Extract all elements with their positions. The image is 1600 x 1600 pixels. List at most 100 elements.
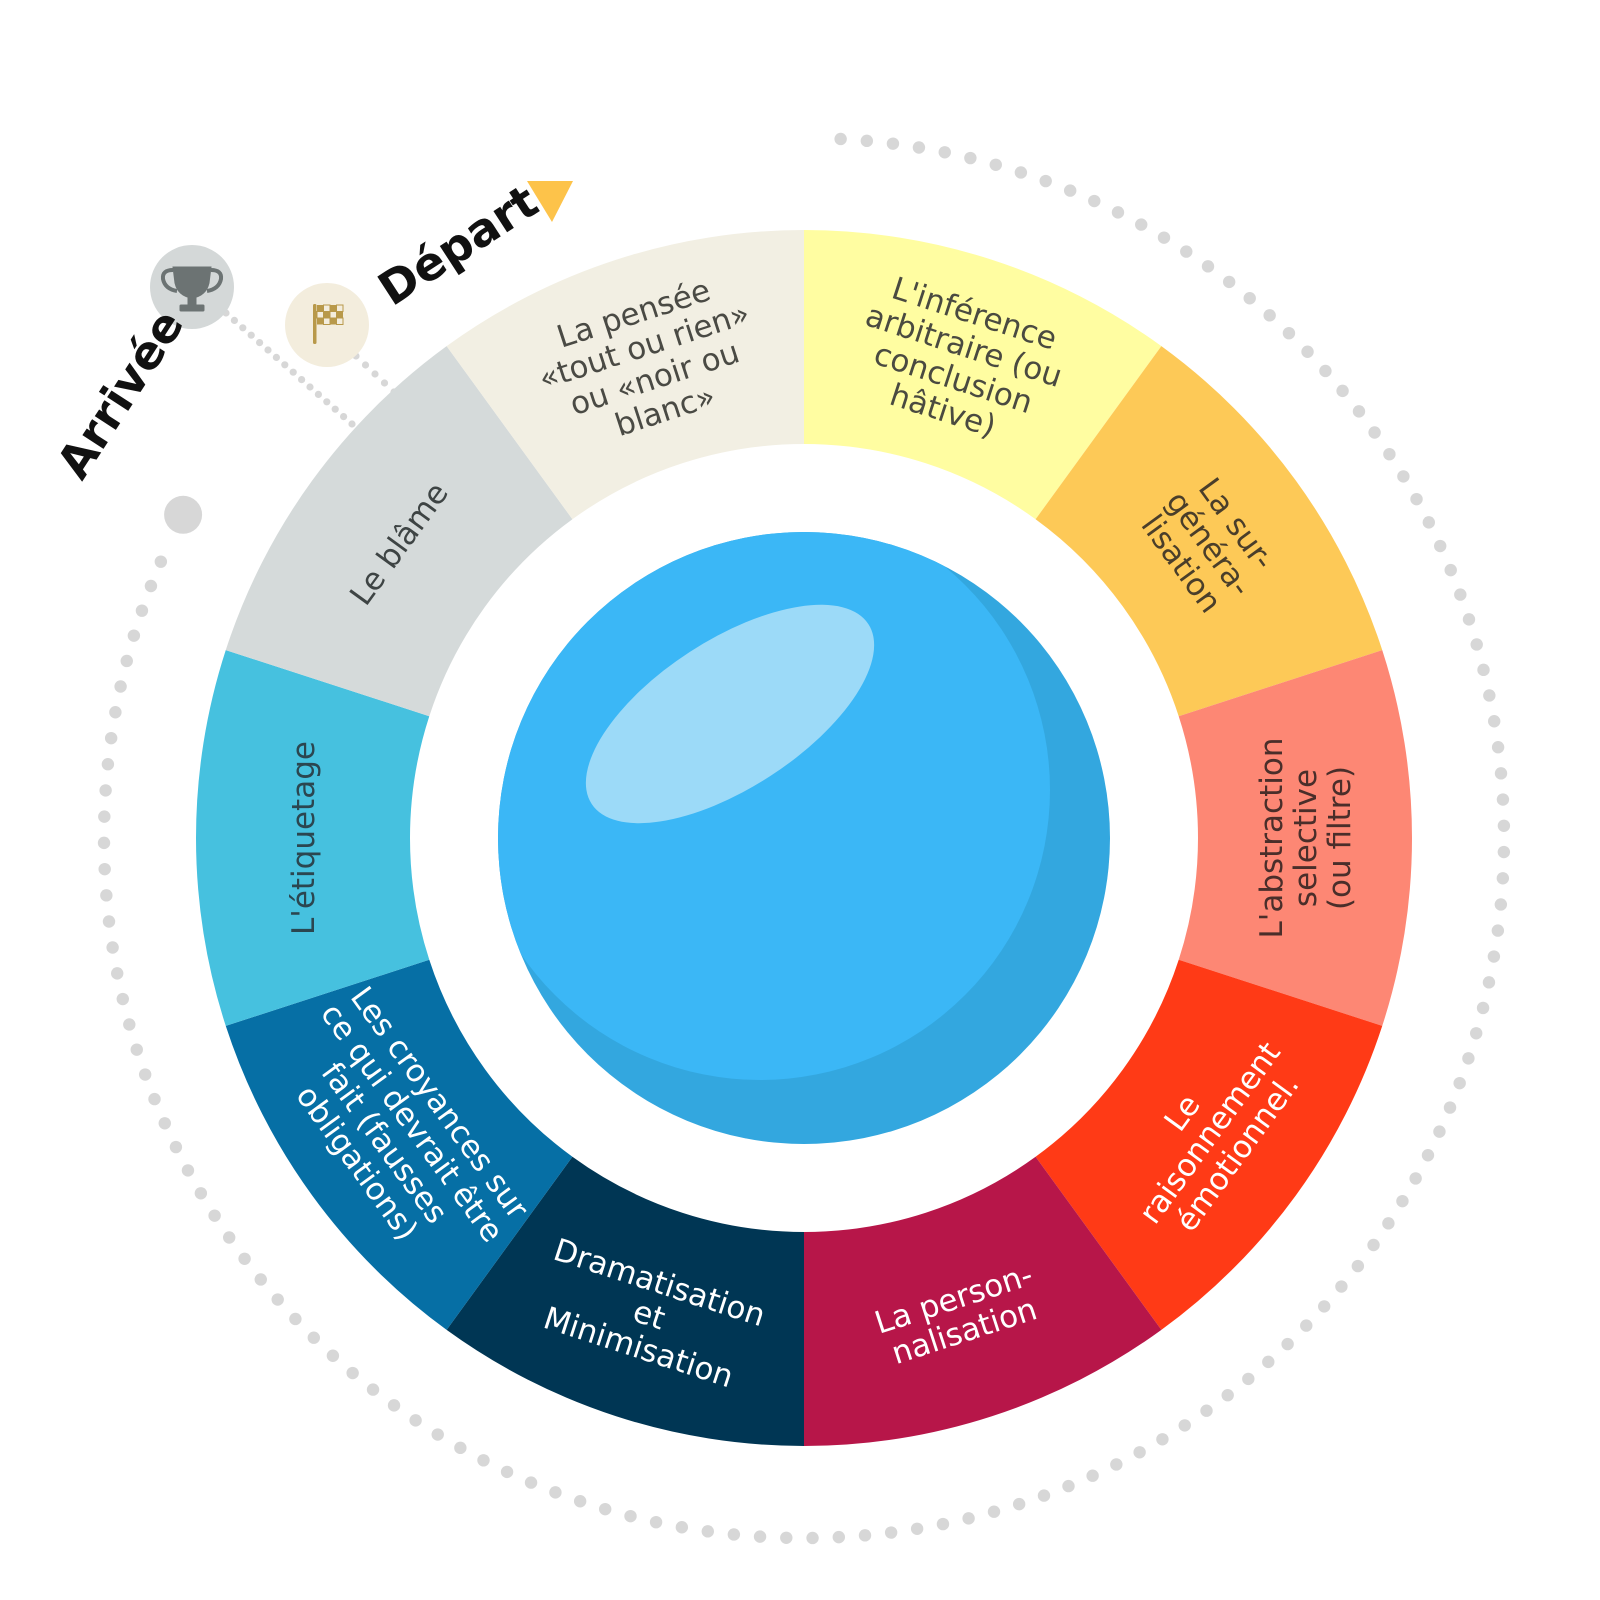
track-dot (271, 1293, 284, 1306)
track-dot (886, 137, 900, 150)
wheel-segment: Leraisonnementémotionnel. (1035, 959, 1383, 1330)
track-dot (884, 1526, 898, 1539)
track-dot (1494, 898, 1508, 911)
track-dot (1110, 1458, 1123, 1471)
track-dot (1397, 470, 1410, 483)
track-dot (1222, 275, 1236, 289)
track-dot (148, 1092, 161, 1106)
track-dot (1409, 1172, 1422, 1185)
track-dot (346, 1366, 359, 1380)
track-dot (936, 1517, 950, 1531)
segment-shape (804, 1156, 1162, 1446)
track-dot (120, 654, 133, 668)
track-dot (1491, 924, 1505, 937)
track-dot (1062, 1479, 1075, 1493)
track-dot (1383, 447, 1396, 461)
track-dot (454, 1441, 467, 1455)
track-dot (1444, 563, 1457, 577)
connector-dot (380, 379, 389, 387)
track-dot (727, 1528, 741, 1541)
connector-dot (281, 361, 289, 369)
track-dot (1281, 1337, 1294, 1351)
track-dot (1157, 231, 1171, 244)
segment-shape (225, 959, 573, 1330)
segment-label: L'abstractionselective(ou filtre) (1254, 738, 1358, 939)
connector-dot (348, 420, 356, 428)
ball-highlight (585, 604, 875, 824)
segment-shape (196, 650, 430, 1026)
track-dot (409, 1414, 422, 1427)
connector-dot (289, 368, 297, 376)
track-dot (624, 1509, 637, 1523)
connector-dot (314, 390, 322, 398)
track-dot (135, 604, 149, 617)
connector-dot (264, 346, 272, 354)
track-dot (1496, 793, 1510, 806)
track-dot (1368, 426, 1381, 439)
track-dot (1133, 1446, 1146, 1459)
track-dot (701, 1525, 714, 1538)
track-dot (598, 1502, 612, 1516)
connector-dot (323, 398, 331, 406)
track-dot (1336, 384, 1349, 398)
start-arrow-icon (527, 181, 573, 222)
track-dot (158, 1117, 171, 1130)
track-dot (1496, 872, 1510, 885)
track-dot (1351, 1259, 1365, 1273)
track-dot (1039, 174, 1052, 188)
track-dot (1491, 741, 1505, 754)
track-dot (1421, 1149, 1435, 1162)
wheel-segment: L'abstractionselective(ou filtre) (1178, 650, 1412, 1026)
track-dot (1453, 1076, 1466, 1090)
track-dot (753, 1530, 767, 1543)
track-dot (222, 1231, 236, 1244)
segment-label-line: L'abstraction (1254, 738, 1290, 939)
track-dot (1063, 184, 1077, 197)
segment-label-line: (ou filtre) (1322, 766, 1358, 910)
track-dot (1300, 1319, 1313, 1332)
track-dot (366, 1383, 380, 1396)
flag-check (330, 318, 337, 325)
track-dot (1014, 166, 1028, 179)
track-dot (1335, 1280, 1348, 1293)
segment-shape (804, 230, 1162, 520)
track-dot (675, 1521, 689, 1534)
connector-dot (230, 316, 238, 324)
flag-check (330, 305, 337, 312)
connector-dot (331, 405, 339, 413)
track-dot (114, 680, 127, 693)
connector-dot (247, 331, 255, 339)
track-dot (549, 1486, 562, 1499)
track-dot (1037, 1489, 1051, 1502)
track-dot (1242, 1372, 1255, 1386)
finish-label: Arrivée (46, 300, 194, 488)
track-dot (1483, 689, 1496, 702)
track-dot (98, 862, 111, 876)
connector-dot (306, 383, 314, 391)
track-dot (1180, 245, 1193, 258)
track-dot (194, 1187, 208, 1200)
flag-check (317, 305, 324, 312)
wheel-segment: La sur-généra-lisation (1035, 346, 1383, 717)
segment-label-line: selective (1288, 769, 1324, 907)
track-dot (649, 1515, 663, 1529)
track-dot (208, 1209, 221, 1222)
track-dot (780, 1531, 793, 1544)
track-dot (1462, 1052, 1475, 1065)
track-end-dot (164, 495, 203, 534)
track-dot (500, 1465, 514, 1479)
trophy-icon (150, 245, 234, 329)
track-dot (524, 1476, 538, 1489)
track-dot (1487, 715, 1501, 728)
track-dot (832, 1530, 846, 1544)
track-dot (1200, 1404, 1213, 1417)
track-dot (1318, 1300, 1331, 1313)
connector-dot (298, 376, 306, 384)
track-dot (1367, 1238, 1380, 1252)
track-dot (1410, 492, 1423, 506)
track-dot (1135, 218, 1148, 231)
track-dot (289, 1312, 302, 1326)
segment-shape (1035, 959, 1383, 1330)
track-dot (964, 151, 977, 165)
